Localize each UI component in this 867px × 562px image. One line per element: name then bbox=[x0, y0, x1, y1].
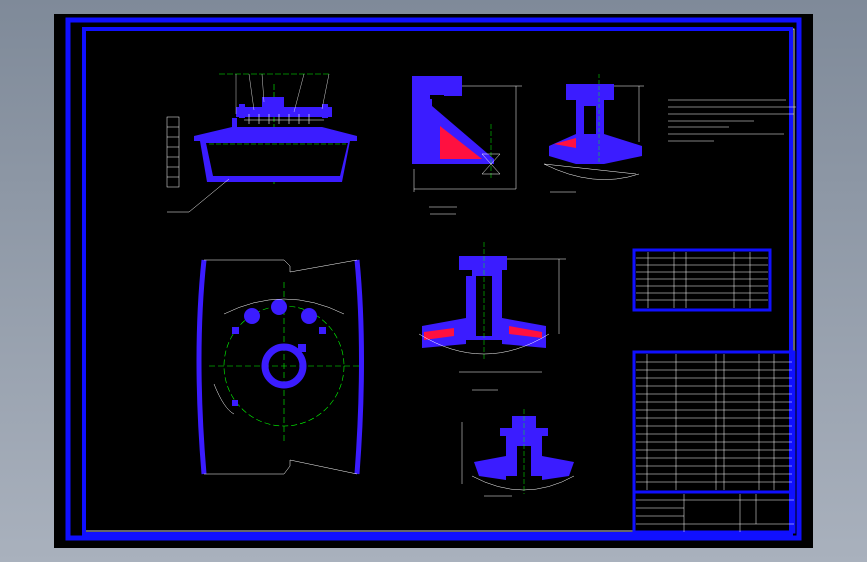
fixture-plan-view[interactable] bbox=[196, 259, 364, 475]
section-view-b[interactable] bbox=[543, 74, 644, 193]
cad-drawing-sheet[interactable] bbox=[54, 14, 813, 548]
section-view-c[interactable] bbox=[418, 242, 566, 391]
inner-frame bbox=[83, 28, 795, 532]
assembly-front-view[interactable] bbox=[166, 73, 357, 213]
title-block[interactable] bbox=[632, 490, 796, 534]
bill-of-materials-table[interactable] bbox=[632, 350, 796, 494]
section-view-d[interactable] bbox=[461, 409, 575, 497]
outer-frame bbox=[65, 17, 802, 541]
technical-notes bbox=[668, 99, 796, 142]
drawing-viewport[interactable] bbox=[54, 14, 813, 548]
drawing-border bbox=[82, 27, 793, 536]
section-view-a[interactable] bbox=[412, 76, 522, 215]
small-parts-table[interactable] bbox=[632, 248, 772, 312]
